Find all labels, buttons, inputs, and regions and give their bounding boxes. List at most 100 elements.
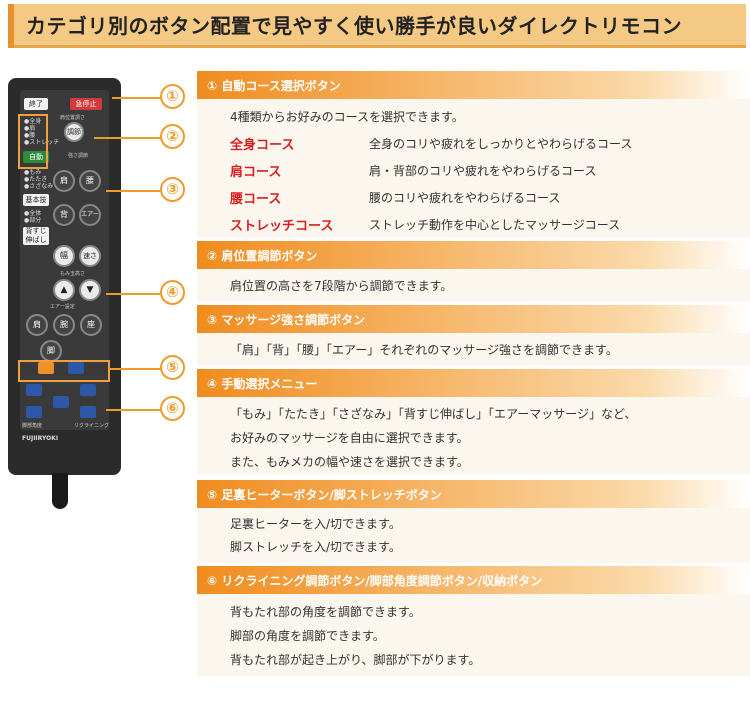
remote-shoulder-air-button: 肩: [26, 314, 48, 336]
section-6-line: 背もたれ部が起き上がり、脚部が下がります。: [230, 653, 481, 667]
remote-width-button: 幅: [53, 245, 75, 267]
remote-seat-button: 座: [80, 314, 102, 336]
remote-auto-button: 自動: [23, 151, 49, 163]
remote-emergency-button: 急停止: [70, 98, 102, 110]
course-desc: 全身のコリや疲れをしっかりとやわらげるコース: [369, 137, 633, 151]
marker-4: ④: [160, 280, 185, 305]
leader-3: [106, 190, 164, 192]
remote-cord: [52, 473, 68, 509]
remote-heater-button: [38, 362, 54, 374]
air-setting-label: エアー設定: [50, 304, 75, 310]
section-5-body: 足裏ヒーターを入/切できます。 脚ストレッチを入/切できます。: [197, 508, 750, 563]
marker-2: ②: [160, 124, 185, 149]
remote-speed-button: 速さ: [79, 245, 101, 267]
section-4-line: 「もみ」「たたき」「さざなみ」「背すじ伸ばし」「エアーマッサージ」など、: [230, 407, 637, 421]
course-name: ストレッチコース: [230, 219, 334, 234]
section-6-body: 背もたれ部の角度を調節できます。 脚部の角度を調節できます。 背もたれ部が起き上…: [197, 594, 750, 676]
recline-label: リクライニング: [74, 423, 110, 429]
leg-angle-label: 脚部角度: [22, 423, 43, 429]
course-desc: 腰のコリや疲れをやわらげるコース: [369, 191, 561, 205]
section-1-title: ① 自動コース選択ボタン: [207, 79, 341, 93]
course-name: 肩コース: [230, 165, 282, 180]
remote-storage-button: [53, 396, 69, 408]
title-banner: カテゴリ別のボタン配置で見やすく使い勝手が良いダイレクトリモコン: [8, 4, 746, 48]
banner-accent: [8, 4, 14, 48]
remote-manual-list: ●もみ ●たたき ●さざなみ: [24, 169, 53, 190]
section-2-title: ② 肩位置調節ボタン: [207, 249, 318, 263]
manual-item: ●さざなみ: [24, 183, 54, 190]
marker-1: ①: [160, 84, 185, 109]
remote-waist-button: 腰: [79, 170, 101, 192]
remote-up-button: ▲: [53, 279, 75, 301]
mode-item: ●ストレッチ: [24, 139, 60, 146]
section-3-title: ③ マッサージ強さ調節ボタン: [207, 313, 366, 327]
course-name: 腰コース: [230, 192, 282, 207]
section-5-line: 足裏ヒーターを入/切できます。: [230, 517, 401, 531]
leader-4: [106, 293, 164, 295]
shoulder-pos-label: 肩位置調さ: [60, 115, 86, 121]
section-2-body: 肩位置の高さを7段階から調節できます。: [197, 269, 750, 301]
section-3-body: 「肩」「背」「腰」「エアー」それぞれのマッサージ強さを調節できます。: [197, 333, 750, 365]
section-4-title: ④ 手動選択メニュー: [207, 377, 318, 391]
section-1-intro: 4種類からお好みのコースを選択できます。: [230, 110, 464, 124]
remote-control: 終了 急停止 ●全身 ●肩 ●腰 ●ストレッチ 自動 ●もみ ●たたき ●さざな…: [8, 78, 121, 475]
section-3-line: 「肩」「背」「腰」「エアー」それぞれのマッサージ強さを調節できます。: [230, 343, 618, 357]
manual-item: ●もみ: [24, 169, 42, 176]
marker-3: ③: [160, 177, 185, 202]
section-3-header: ③ マッサージ強さ調節ボタン: [197, 305, 750, 333]
remote-adjust-button: 調節: [64, 122, 84, 142]
part-item: ●全体: [24, 210, 42, 217]
marker-6: ⑥: [160, 396, 185, 421]
remote-arm-button: 腕: [53, 314, 75, 336]
page-title: カテゴリ別のボタン配置で見やすく使い勝手が良いダイレクトリモコン: [26, 14, 682, 38]
course-name: 全身コース: [230, 138, 295, 153]
section-4-line: お好みのマッサージを自由に選択できます。: [230, 431, 469, 445]
section-6-header: ⑥ リクライニング調節ボタン/脚部角度調節ボタン/収納ボタン: [197, 566, 750, 594]
section-2-header: ② 肩位置調節ボタン: [197, 241, 750, 269]
remote-back-button: 背: [53, 204, 75, 226]
section-4-line: また、もみメカの幅や速さを選択できます。: [230, 455, 469, 469]
remote-shoulder-button: 肩: [53, 170, 75, 192]
remote-air-button: エアー: [79, 204, 101, 226]
section-1-body: 4種類からお好みのコースを選択できます。 全身コース 全身のコリや疲れをしっかり…: [197, 99, 750, 237]
section-5-header: ⑤ 足裏ヒーターボタン/脚ストレッチボタン: [197, 480, 750, 508]
remote-leg-down-button: [26, 406, 42, 418]
course-desc: ストレッチ動作を中心としたマッサージコース: [369, 218, 621, 232]
brand-logo: FUJIIRYOKI: [22, 435, 59, 442]
strength-label: 強さ調節: [68, 153, 89, 159]
remote-recline-up-button: [80, 384, 96, 396]
leader-5: [110, 368, 164, 370]
remote-down-button: ▼: [79, 279, 101, 301]
section-5-line: 脚ストレッチを入/切できます。: [230, 540, 401, 554]
section-6-line: 背もたれ部の角度を調節できます。: [230, 605, 421, 619]
section-6-line: 脚部の角度を調節できます。: [230, 629, 385, 643]
remote-mode-list: ●全身 ●肩 ●腰 ●ストレッチ: [24, 118, 59, 146]
remote-stretch-button: 背すじ伸ばし: [23, 227, 49, 245]
marker-5: ⑤: [160, 355, 185, 380]
remote-part-list: ●全体 ●部分: [24, 210, 41, 224]
section-4-header: ④ 手動選択メニュー: [197, 369, 750, 397]
course-desc: 肩・背部のコリや疲れをやわらげるコース: [369, 164, 597, 178]
part-item: ●部分: [24, 217, 42, 224]
section-2-line: 肩位置の高さを7段階から調節できます。: [230, 279, 453, 293]
height-label: もみ玉高さ: [60, 271, 86, 277]
remote-basic-button: 基本技: [23, 194, 49, 206]
leader-2: [94, 137, 164, 139]
section-5-title: ⑤ 足裏ヒーターボタン/脚ストレッチボタン: [207, 488, 442, 502]
leader-6: [106, 409, 164, 411]
section-4-body: 「もみ」「たたき」「さざなみ」「背すじ伸ばし」「エアーマッサージ」など、 お好み…: [197, 397, 750, 475]
mode-item: ●肩: [24, 125, 36, 132]
remote-stretch-leg-button: [68, 362, 84, 374]
mode-item: ●全身: [24, 118, 42, 125]
leader-1: [112, 97, 164, 99]
section-1-header: ① 自動コース選択ボタン: [197, 71, 750, 99]
section-6-title: ⑥ リクライニング調節ボタン/脚部角度調節ボタン/収納ボタン: [207, 574, 543, 588]
highlight-area-1: [18, 114, 48, 169]
remote-stop-button: 終了: [24, 98, 48, 110]
mode-item: ●腰: [24, 132, 36, 139]
manual-item: ●たたき: [24, 176, 48, 183]
remote-leg-up-button: [26, 384, 42, 396]
remote-recline-down-button: [80, 406, 96, 418]
remote-foot-button: 脚: [40, 340, 62, 362]
highlight-area-5: [18, 360, 110, 382]
